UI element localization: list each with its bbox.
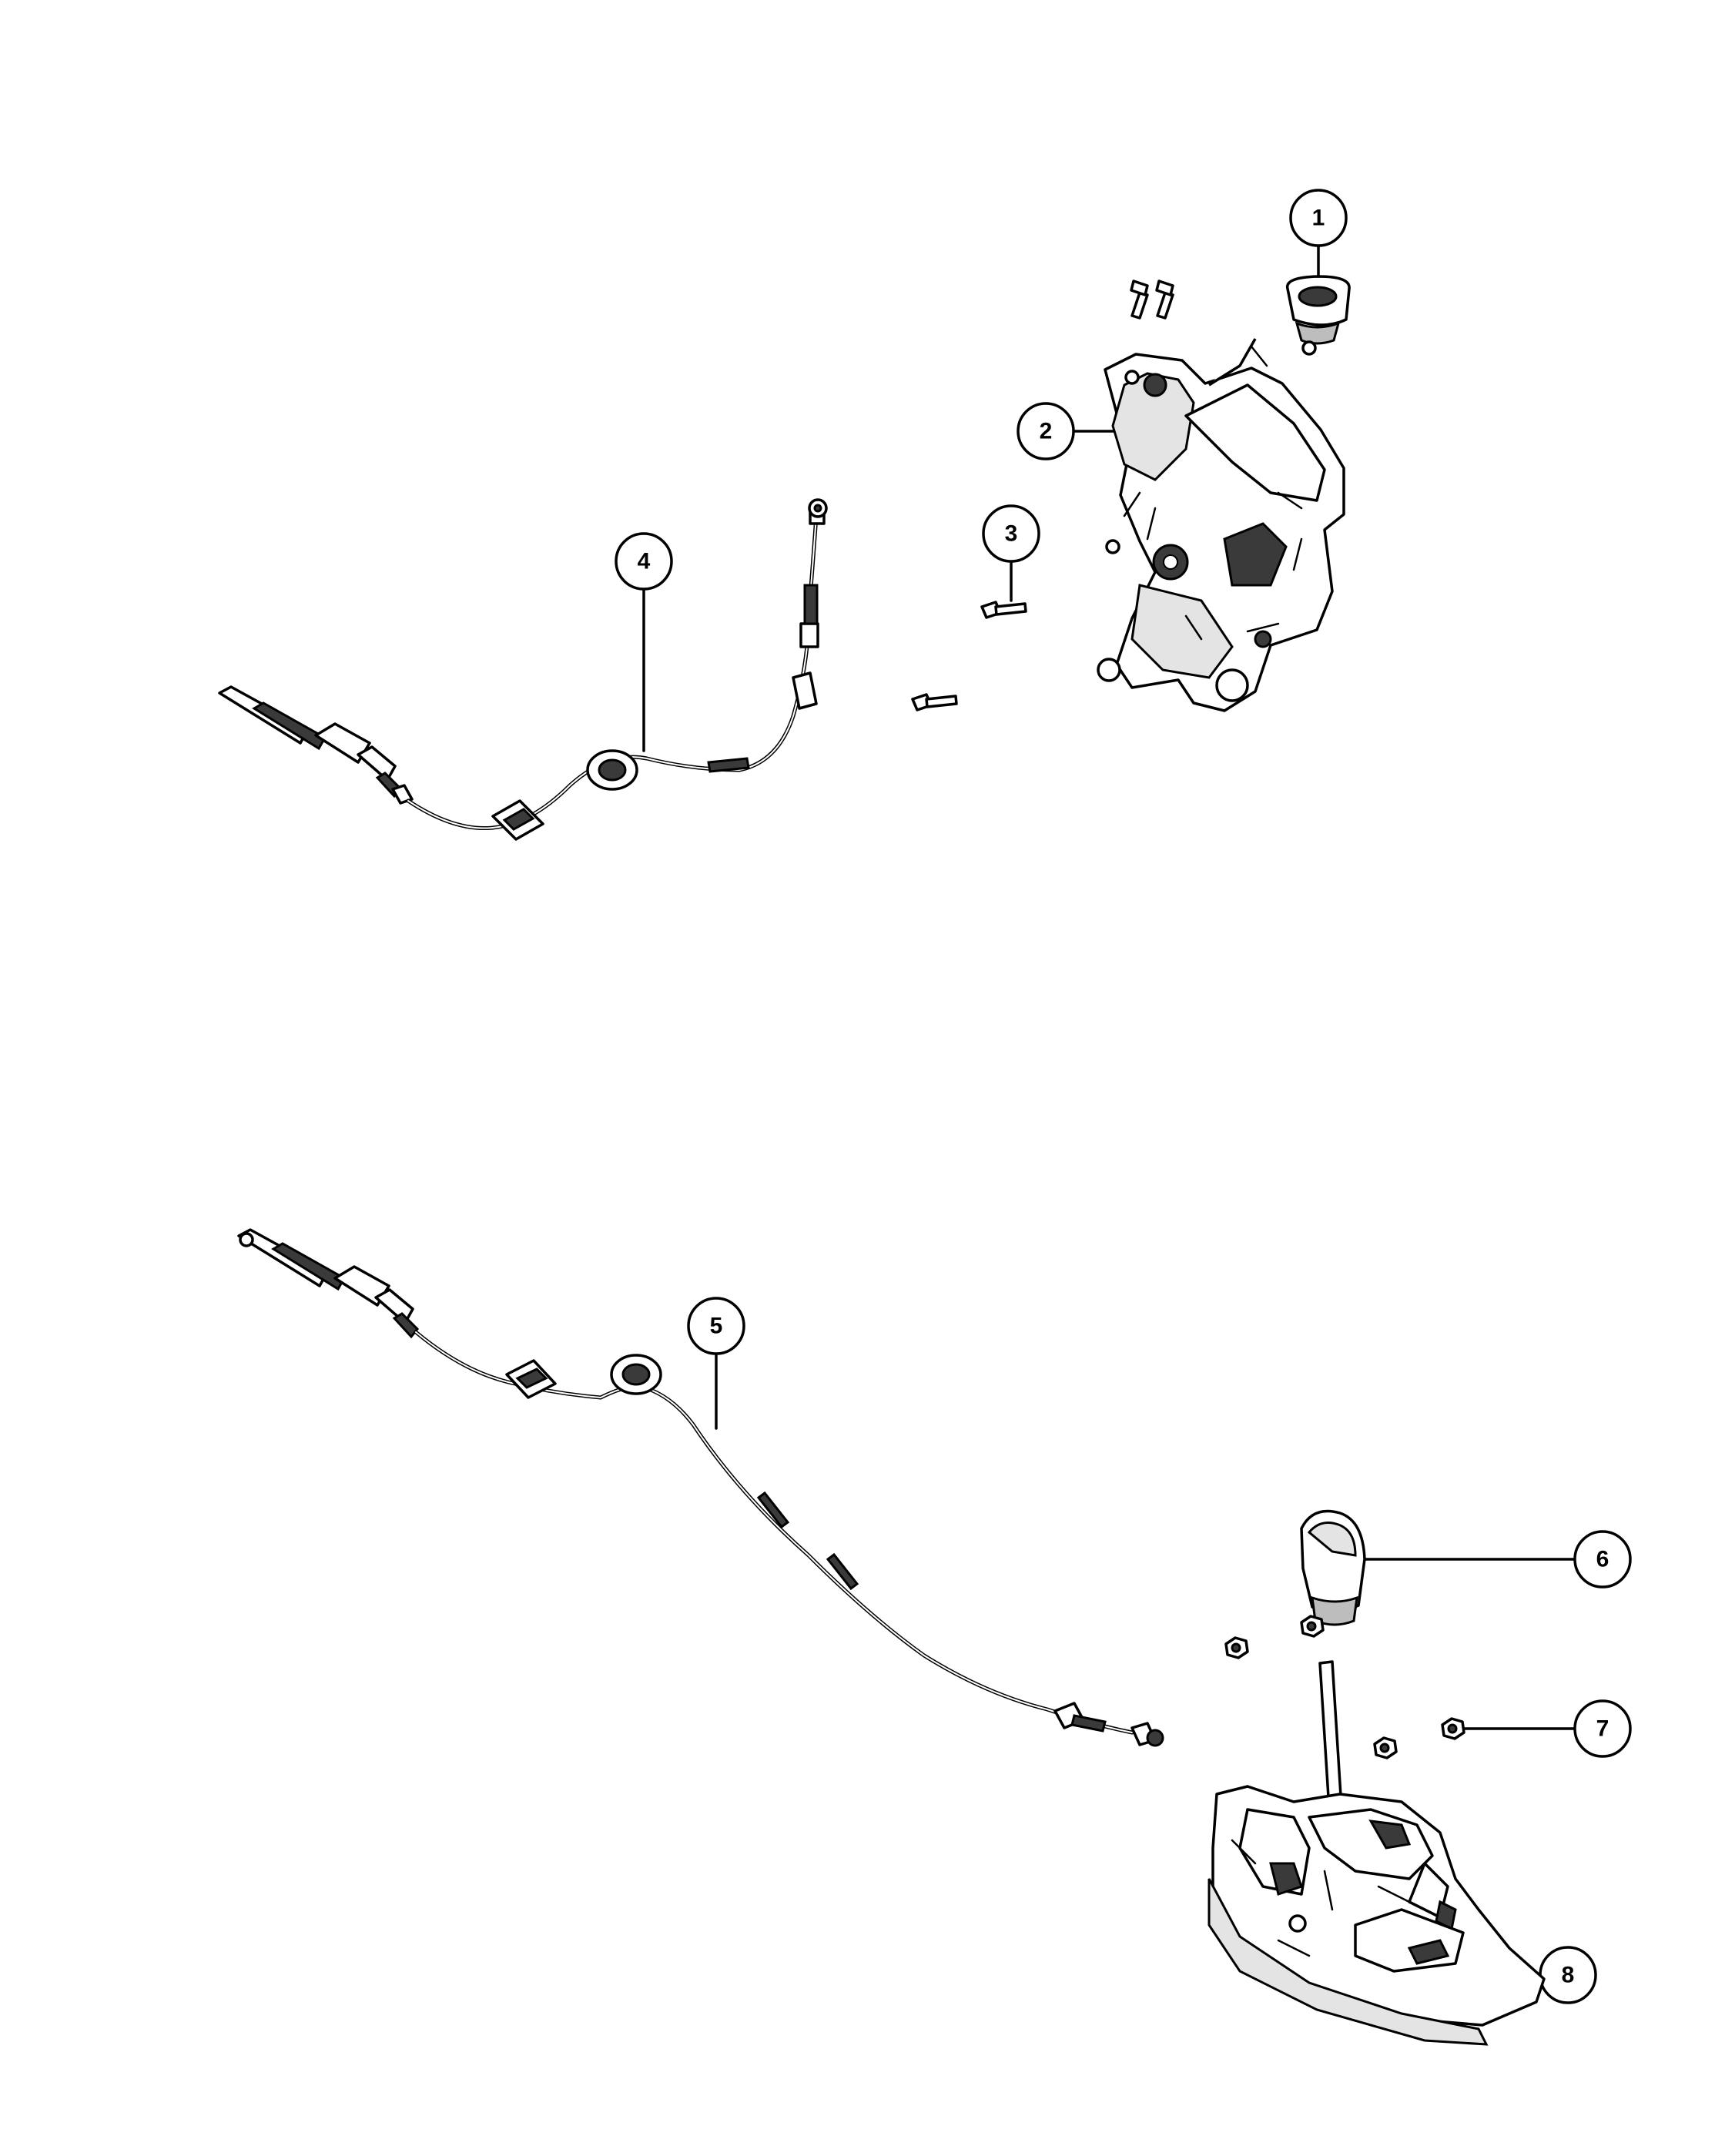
callout-5: 5 [687,1297,745,1430]
shift-knob-icon [1286,275,1351,356]
callout-8-label: 8 [1562,1963,1575,1988]
shifter-assembly-icon [1208,1660,1546,2046]
shift-cable-icon [237,1228,1164,1747]
shifter-assembly-icon [1097,338,1345,712]
callout-1-label: 1 [1312,206,1325,231]
callout-6: 6 [1362,1530,1632,1589]
shift-cable-icon [218,498,828,841]
bolt-icon [911,601,1027,711]
callout-3-label: 3 [1005,521,1018,547]
callout-7-label: 7 [1596,1716,1609,1742]
callout-1: 1 [1289,189,1348,279]
callout-4: 4 [615,532,673,752]
callout-6-label: 6 [1596,1547,1609,1572]
callout-2-label: 2 [1040,419,1053,444]
nut-icon [1224,1615,1398,1759]
bolt-icon [1130,280,1174,320]
callout-2: 2 [1017,402,1137,460]
callout-7: 7 [1458,1699,1632,1758]
callout-8: 8 [1477,1946,1597,2004]
callout-5-label: 5 [710,1314,723,1339]
shift-knob-icon [1300,1509,1366,1626]
callout-4-label: 4 [638,549,651,574]
callout-3: 3 [982,504,1040,602]
nut-icon [1441,1717,1465,1740]
